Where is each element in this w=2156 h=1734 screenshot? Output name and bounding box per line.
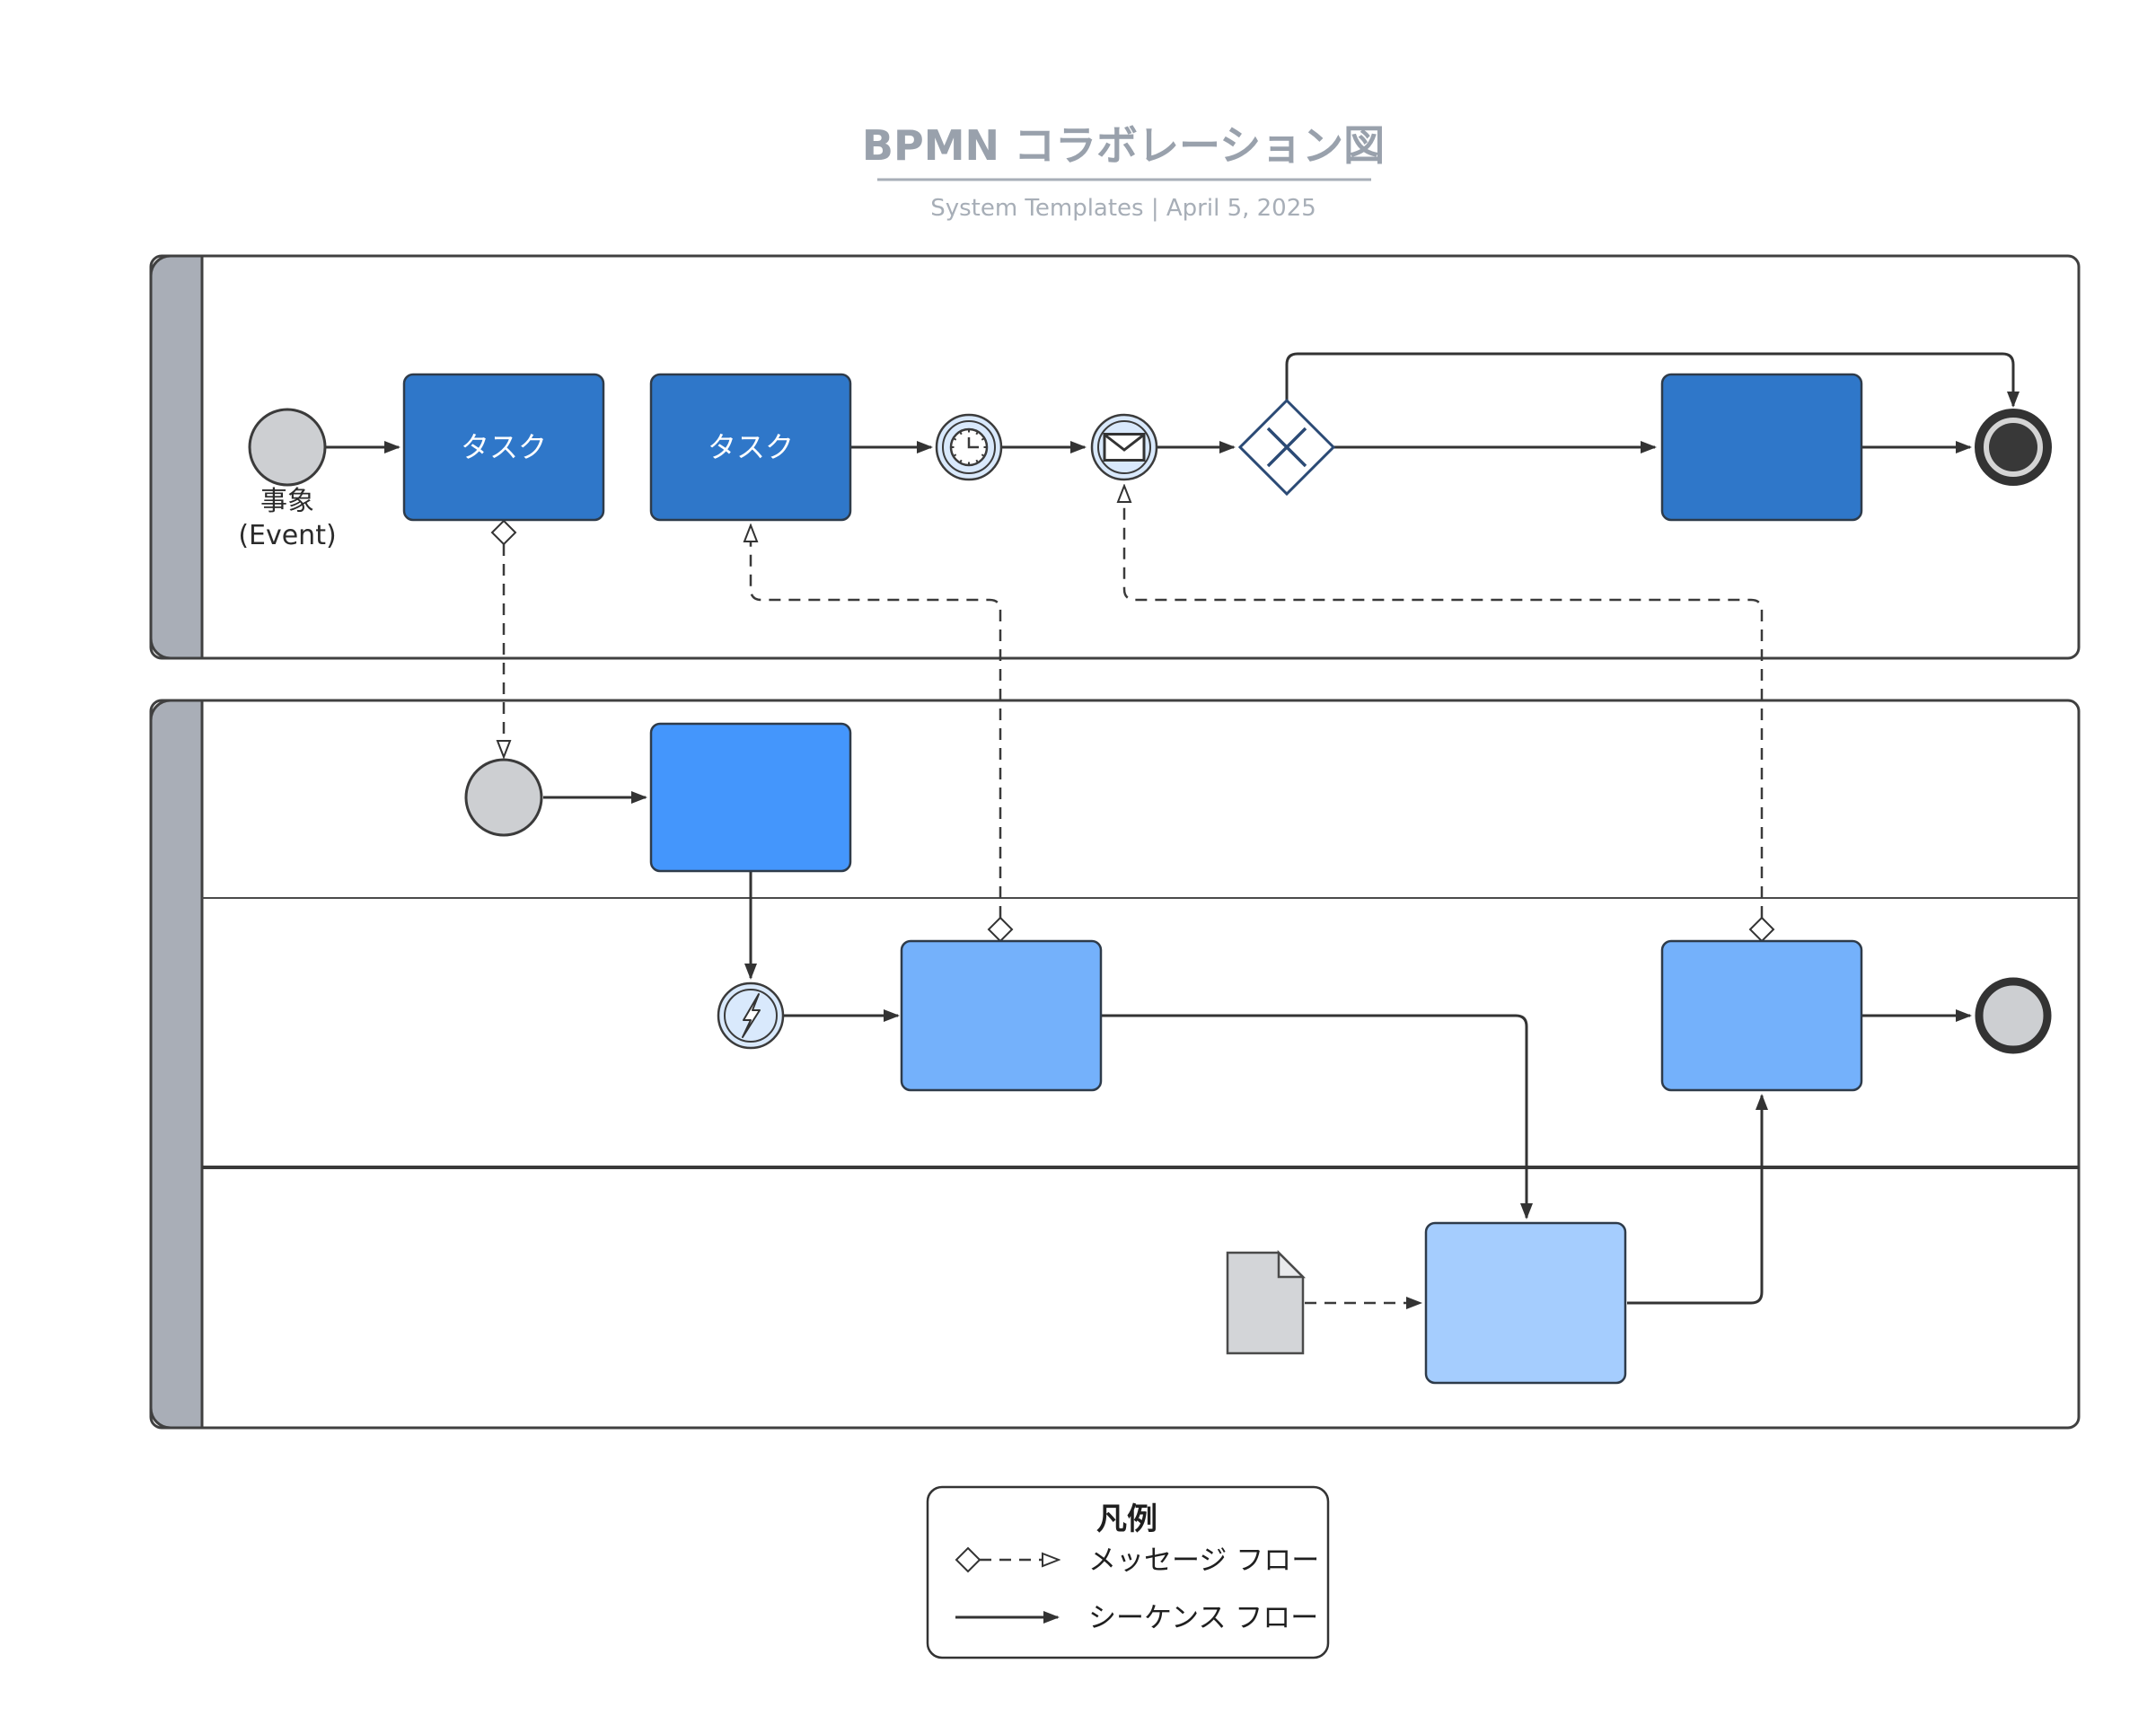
start-event-label-line1: 事象: [260, 486, 314, 517]
end-event-pool2[interactable]: [1975, 977, 2052, 1054]
legend: 凡例 メッセージ フロー シーケンス フロー: [926, 1485, 1330, 1659]
end-event-pool1[interactable]: [1975, 409, 2052, 486]
task1[interactable]: [402, 373, 605, 522]
message-flow-taskB-to-task2[interactable]: [751, 526, 1002, 918]
start-event-label-line2: (Event): [238, 520, 336, 551]
legend-title: 凡例: [1096, 1501, 1157, 1537]
lightning-intermediate-event[interactable]: [717, 981, 785, 1050]
task2[interactable]: [649, 373, 852, 522]
task3[interactable]: [1660, 373, 1863, 522]
document-shape[interactable]: [1226, 1249, 1307, 1355]
flow-taskC-to-taskD[interactable]: [1627, 1094, 1768, 1305]
start-event-pool1[interactable]: [248, 408, 327, 487]
legend-sequence-flow-row: シーケンス フロー: [955, 1602, 1318, 1634]
document-fold-corner: [1277, 1249, 1307, 1279]
taskC-lane3[interactable]: [1424, 1221, 1627, 1385]
pool-top-header[interactable]: [149, 254, 204, 660]
pool-bottom-header[interactable]: [149, 699, 204, 1430]
pool-top-nodes: 事象 (Event) タスク タスク: [238, 373, 2052, 551]
legend-message-label: メッセージ フロー: [1088, 1545, 1319, 1577]
taskD-lane2-right[interactable]: [1660, 939, 1863, 1092]
pool-bottom-nodes: [464, 722, 2052, 1385]
sequence-flows: [325, 352, 2020, 1305]
legend-message-flow-row: メッセージ フロー: [955, 1545, 1319, 1577]
message-flows: [490, 487, 1775, 1309]
page-subtitle: System Templates | April 5, 2025: [930, 195, 1316, 222]
taskB-lane2-left[interactable]: [900, 939, 1103, 1092]
clock-icon: [949, 427, 989, 467]
page-header: BPMN コラボレーション図 System Templates | April …: [862, 121, 1385, 222]
legend-sequence-label: シーケンス フロー: [1088, 1602, 1318, 1634]
exclusive-gateway[interactable]: [1237, 398, 1336, 497]
page-title: BPMN コラボレーション図: [862, 121, 1385, 170]
task1-label: タスク: [461, 430, 547, 464]
timer-intermediate-event[interactable]: [935, 413, 1003, 481]
task2-label: タスク: [708, 430, 794, 464]
lightning-icon: [742, 993, 761, 1038]
taskA-lane1[interactable]: [649, 722, 852, 873]
envelope-icon: [1103, 433, 1146, 462]
start-event-pool2[interactable]: [464, 758, 543, 837]
legend-message-diamond: [955, 1546, 981, 1573]
flow-gateway-bypass-to-end[interactable]: [1285, 352, 2020, 408]
message-flow-taskD-to-message-event[interactable]: [1124, 487, 1764, 918]
x-gateway-icon: [1266, 427, 1307, 468]
legend-box: [926, 1485, 1330, 1659]
flow-taskB-to-taskC[interactable]: [1101, 1014, 1533, 1219]
message-intermediate-event[interactable]: [1090, 413, 1158, 481]
